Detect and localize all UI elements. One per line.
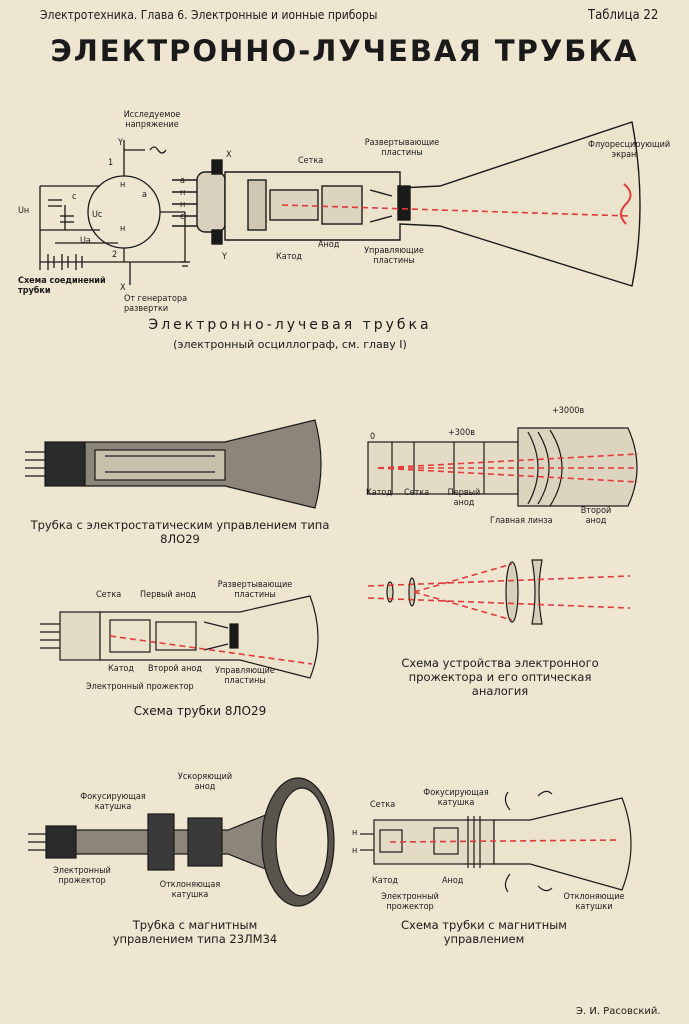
- caption-8lo29-scheme: Схема трубки 8ЛО29: [133, 704, 267, 718]
- label-8lo29-projector: Электронный прожектор: [86, 682, 194, 692]
- label-c: c: [72, 192, 77, 202]
- label-magscheme-grid: Сетка: [370, 800, 396, 810]
- label-x-top: X: [226, 150, 232, 160]
- label-sweep-generator: От генератора развертки: [124, 294, 188, 314]
- caption-magnetic-tube: Трубка с магнитным управлением типа 23ЛМ…: [112, 918, 278, 946]
- author-signature: Э. И. Расовский.: [576, 1006, 661, 1017]
- label-zero-volts: 0: [370, 432, 376, 442]
- label-mag-projector: Электронный прожектор: [53, 866, 111, 886]
- label-a-pin: a: [142, 190, 147, 200]
- label-gun-first-anode: Первый анод: [447, 488, 481, 508]
- label-grid: Сетка: [298, 156, 324, 166]
- label-8lo29-cathode: Катод: [108, 664, 134, 674]
- caption-magnetic-scheme: Схема трубки с магнитным управлением: [401, 918, 567, 946]
- label-8lo29-first-anode: Первый анод: [140, 590, 197, 600]
- label-second-anode: Второй анод: [580, 506, 612, 526]
- label-mag-deflect-coil: Отклоняющая катушка: [159, 880, 221, 900]
- label-magscheme-anode: Анод: [442, 876, 464, 886]
- magnetic-tube-scheme: [360, 790, 632, 893]
- label-pin-a: a: [180, 176, 185, 186]
- label-magscheme-focus-coil: Фокусирующая катушка: [423, 788, 489, 808]
- label-pin-h2: н: [180, 200, 186, 210]
- magnetic-tube-illustration: [28, 777, 335, 907]
- top-caption: Электронно-лучевая трубка: [148, 317, 432, 333]
- label-pin-1: 1: [108, 158, 114, 168]
- label-magscheme-h1: н: [352, 828, 358, 838]
- page-title: ЭЛЕКТРОННО-ЛУЧЕВАЯ ТРУБКА: [50, 34, 639, 68]
- label-gun-cathode: Катод: [366, 488, 392, 498]
- label-pin-c: c: [180, 212, 185, 222]
- caption-electrostatic-tube: Трубка с электростатическим управлением …: [30, 518, 330, 546]
- label-ua: Ua: [80, 236, 91, 246]
- label-pin-2: 2: [112, 250, 118, 260]
- label-300-volts: +300в: [448, 428, 476, 438]
- header-table-number: Таблица 22: [588, 8, 659, 23]
- header-chapter: Электротехника. Глава 6. Электронные и и…: [40, 8, 378, 22]
- caption-optical-analogy: Схема устройства электронного прожектора…: [401, 656, 599, 698]
- label-magscheme-projector: Электронный прожектор: [381, 892, 439, 912]
- label-mag-focus-coil: Фокусирующая катушка: [80, 792, 146, 812]
- label-uh: Uн: [18, 206, 30, 216]
- label-h-pin-bottom: н: [120, 224, 126, 234]
- label-anode: Анод: [318, 240, 340, 250]
- label-magscheme-h2: н: [352, 846, 358, 856]
- electrostatic-tube-illustration: [25, 419, 322, 509]
- label-8lo29-sweep-plates: Развертывающие пластины: [217, 580, 293, 600]
- label-8lo29-control-plates: Управляющие пластины: [215, 666, 275, 686]
- label-y-top: Y: [118, 138, 123, 148]
- top-subcaption: (электронный осциллограф, см. главу I): [173, 338, 407, 351]
- label-y-bottom: Y: [222, 252, 227, 262]
- label-cathode: Катод: [276, 252, 302, 262]
- label-magscheme-cathode: Катод: [372, 876, 398, 886]
- electron-gun-scheme: [367, 427, 639, 507]
- label-8lo29-grid: Сетка: [96, 590, 122, 600]
- label-x-bottom: X: [120, 283, 126, 293]
- label-pin-h1: н: [180, 188, 186, 198]
- label-h-pin-top: н: [120, 180, 126, 190]
- label-mag-accel-anode: Ускоряющий анод: [177, 772, 233, 792]
- label-3000-volts: +3000в: [552, 406, 585, 416]
- crt-oscilloscope-diagram: [39, 121, 641, 287]
- label-fluorescent-screen: Флуоресцирующий экран: [588, 140, 671, 160]
- label-connection-scheme: Схема соединений трубки: [18, 276, 106, 296]
- tube-8lo29-scheme: [40, 595, 319, 679]
- label-sweep-plates: Развертывающие пластины: [364, 138, 440, 158]
- label-uc: Uc: [92, 210, 103, 220]
- label-main-lens: Главная линза: [490, 516, 553, 526]
- label-magscheme-deflect-coils: Отклоняющие катушки: [563, 892, 625, 912]
- optical-analogy-diagram: [367, 559, 631, 625]
- label-8lo29-second-anode: Второй анод: [148, 664, 202, 674]
- label-gun-grid: Сетка: [404, 488, 430, 498]
- label-voltage: Исследуемое напряжение: [123, 110, 181, 130]
- label-control-plates: Управляющие пластины: [364, 246, 424, 266]
